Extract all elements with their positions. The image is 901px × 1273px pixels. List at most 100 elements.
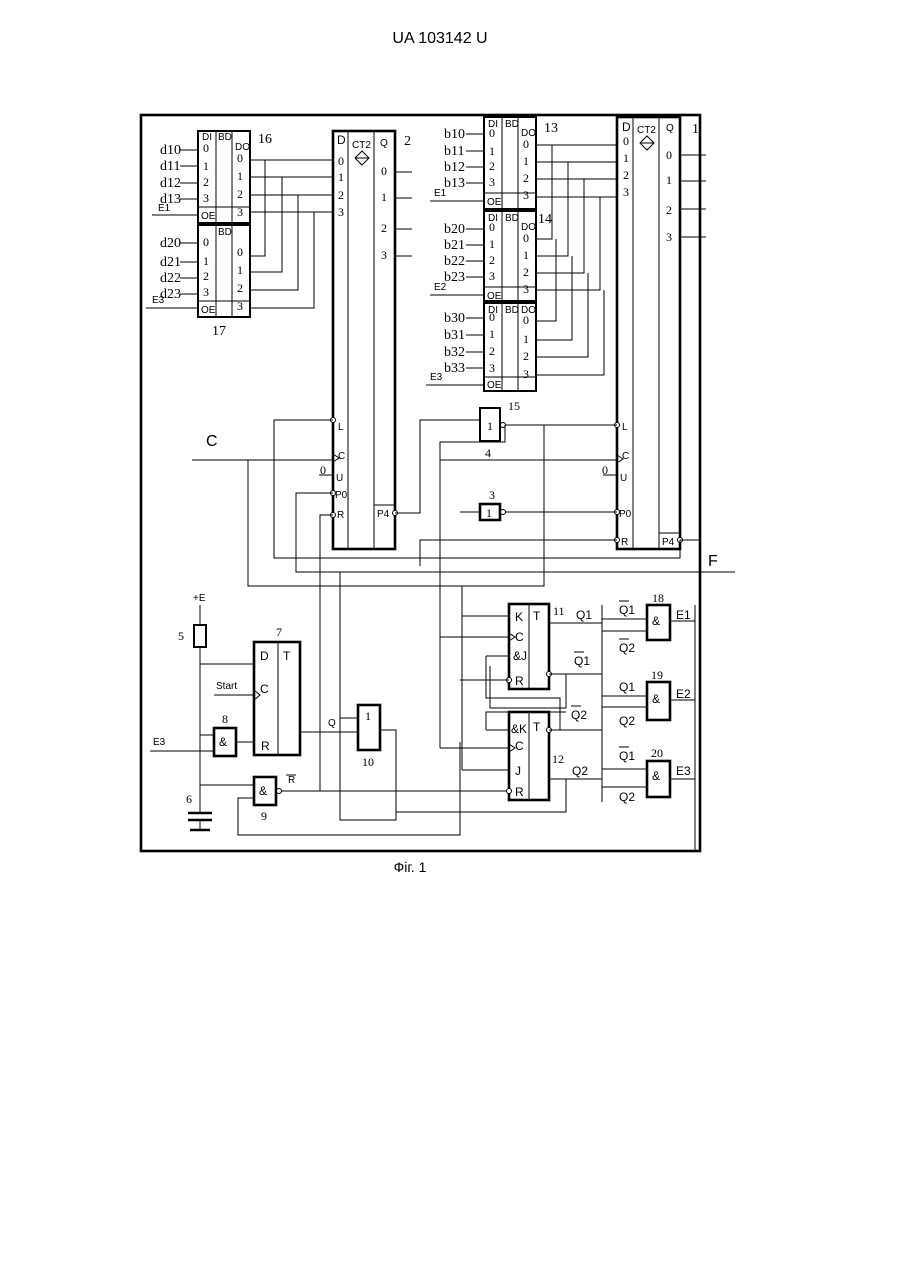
- svg-text:b33: b33: [444, 361, 465, 376]
- svg-text:3: 3: [523, 282, 529, 296]
- counter-1: D 0 1 2 3 CT2 Q 0 1 2 3 L C U P0 R P4 1: [615, 117, 707, 549]
- svg-text:2: 2: [666, 203, 672, 217]
- block-number-11: 11: [553, 604, 565, 618]
- svg-text:d21: d21: [160, 255, 181, 270]
- svg-text:1: 1: [203, 254, 209, 268]
- and-gate-18: & 18 Q1 Q2 E1: [602, 591, 695, 655]
- jk-flipflop-11: K C &J R T 11 Q1 Q1: [507, 604, 603, 689]
- svg-text:1: 1: [203, 159, 209, 173]
- svg-text:b12: b12: [444, 160, 465, 175]
- svg-text:P0: P0: [335, 490, 348, 501]
- or-gate-15: 1 15 4: [480, 399, 520, 460]
- svg-text:OE: OE: [487, 291, 502, 302]
- svg-text:d20: d20: [160, 236, 181, 251]
- block-number-4: 4: [485, 446, 491, 460]
- svg-text:3: 3: [523, 367, 529, 381]
- svg-text:3: 3: [623, 185, 629, 199]
- svg-text:&: &: [652, 692, 660, 706]
- d-inputs: d10 d11 d12 d13 d20 d21 d22 d23 E1 E3: [146, 143, 198, 308]
- block-number-14: 14: [538, 212, 552, 227]
- svg-text:R: R: [621, 537, 628, 548]
- svg-text:Q1: Q1: [576, 608, 592, 622]
- svg-text:K: K: [515, 610, 523, 624]
- svg-text:0: 0: [381, 164, 387, 178]
- svg-text:&: &: [219, 735, 227, 749]
- svg-text:BD: BD: [505, 305, 519, 316]
- svg-text:2: 2: [489, 344, 495, 358]
- svg-text:2: 2: [203, 269, 209, 283]
- svg-text:&J: &J: [513, 649, 527, 663]
- svg-text:E1: E1: [676, 608, 691, 622]
- svg-text:1: 1: [523, 332, 529, 346]
- svg-text:b13: b13: [444, 176, 465, 191]
- svg-text:OE: OE: [487, 197, 502, 208]
- block-number-9: 9: [261, 809, 267, 823]
- svg-text:&: &: [652, 614, 660, 628]
- svg-text:b22: b22: [444, 254, 465, 269]
- svg-text:1: 1: [487, 419, 493, 433]
- svg-text:d22: d22: [160, 271, 181, 286]
- block-number-17: 17: [212, 324, 226, 339]
- svg-text:P4: P4: [377, 509, 390, 520]
- svg-text:0: 0: [338, 154, 344, 168]
- svg-text:J: J: [515, 764, 521, 778]
- svg-text:Q2: Q2: [619, 790, 635, 804]
- svg-text:2: 2: [338, 188, 344, 202]
- svg-text:C: C: [338, 451, 345, 462]
- patent-number: UA 103142 U: [392, 30, 487, 47]
- svg-text:+E: +E: [193, 593, 206, 604]
- svg-text:1: 1: [489, 144, 495, 158]
- svg-text:d10: d10: [160, 143, 181, 158]
- svg-text:b20: b20: [444, 222, 465, 237]
- block-number-18: 18: [652, 591, 664, 605]
- svg-text:T: T: [283, 649, 291, 663]
- svg-text:d12: d12: [160, 176, 181, 191]
- svg-text:b10: b10: [444, 127, 465, 142]
- svg-text:C: C: [622, 451, 629, 462]
- svg-text:3: 3: [237, 299, 243, 313]
- svg-text:OE: OE: [201, 211, 216, 222]
- clock-label: C: [206, 433, 218, 450]
- block-number-15: 15: [508, 399, 520, 413]
- svg-text:0: 0: [489, 310, 495, 324]
- block-number-1: 1: [692, 122, 699, 137]
- and-gate-19: & 19 Q1 Q2 E2: [602, 668, 695, 728]
- svg-text:Q1: Q1: [619, 749, 635, 763]
- or-gate-10: 1 10: [320, 572, 396, 820]
- svg-text:U: U: [336, 473, 343, 484]
- power-resistor-5: +E 5: [178, 593, 206, 812]
- svg-text:b30: b30: [444, 311, 465, 326]
- svg-text:b21: b21: [444, 238, 465, 253]
- svg-text:Q: Q: [666, 123, 674, 134]
- svg-text:1: 1: [523, 154, 529, 168]
- capacitor-6: 6: [186, 792, 212, 830]
- svg-text:3: 3: [489, 361, 495, 375]
- svg-text:2: 2: [489, 159, 495, 173]
- svg-text:E3: E3: [676, 764, 691, 778]
- svg-text:3: 3: [523, 188, 529, 202]
- svg-text:U: U: [620, 473, 627, 484]
- svg-text:Q2: Q2: [571, 708, 587, 722]
- svg-text:2: 2: [523, 265, 529, 279]
- figure-caption: Фіг. 1: [394, 859, 427, 875]
- svg-text:0: 0: [203, 141, 209, 155]
- svg-text:P4: P4: [662, 537, 675, 548]
- svg-text:0: 0: [237, 151, 243, 165]
- svg-text:0: 0: [489, 126, 495, 140]
- block-number-10: 10: [362, 755, 374, 769]
- svg-text:1: 1: [489, 237, 495, 251]
- block-number-19: 19: [651, 668, 663, 682]
- svg-text:2: 2: [523, 171, 529, 185]
- block-number-7: 7: [276, 625, 282, 639]
- svg-text:BD: BD: [218, 132, 232, 143]
- bus-lines-13-14: [536, 145, 617, 375]
- svg-text:2: 2: [489, 253, 495, 267]
- svg-text:1: 1: [486, 506, 492, 520]
- svg-text:&K: &K: [511, 722, 527, 736]
- svg-text:CT2: CT2: [637, 125, 656, 136]
- svg-text:1: 1: [623, 151, 629, 165]
- svg-text:3: 3: [338, 205, 344, 219]
- svg-text:2: 2: [381, 221, 387, 235]
- svg-text:3: 3: [237, 205, 243, 219]
- svg-text:Q2: Q2: [619, 714, 635, 728]
